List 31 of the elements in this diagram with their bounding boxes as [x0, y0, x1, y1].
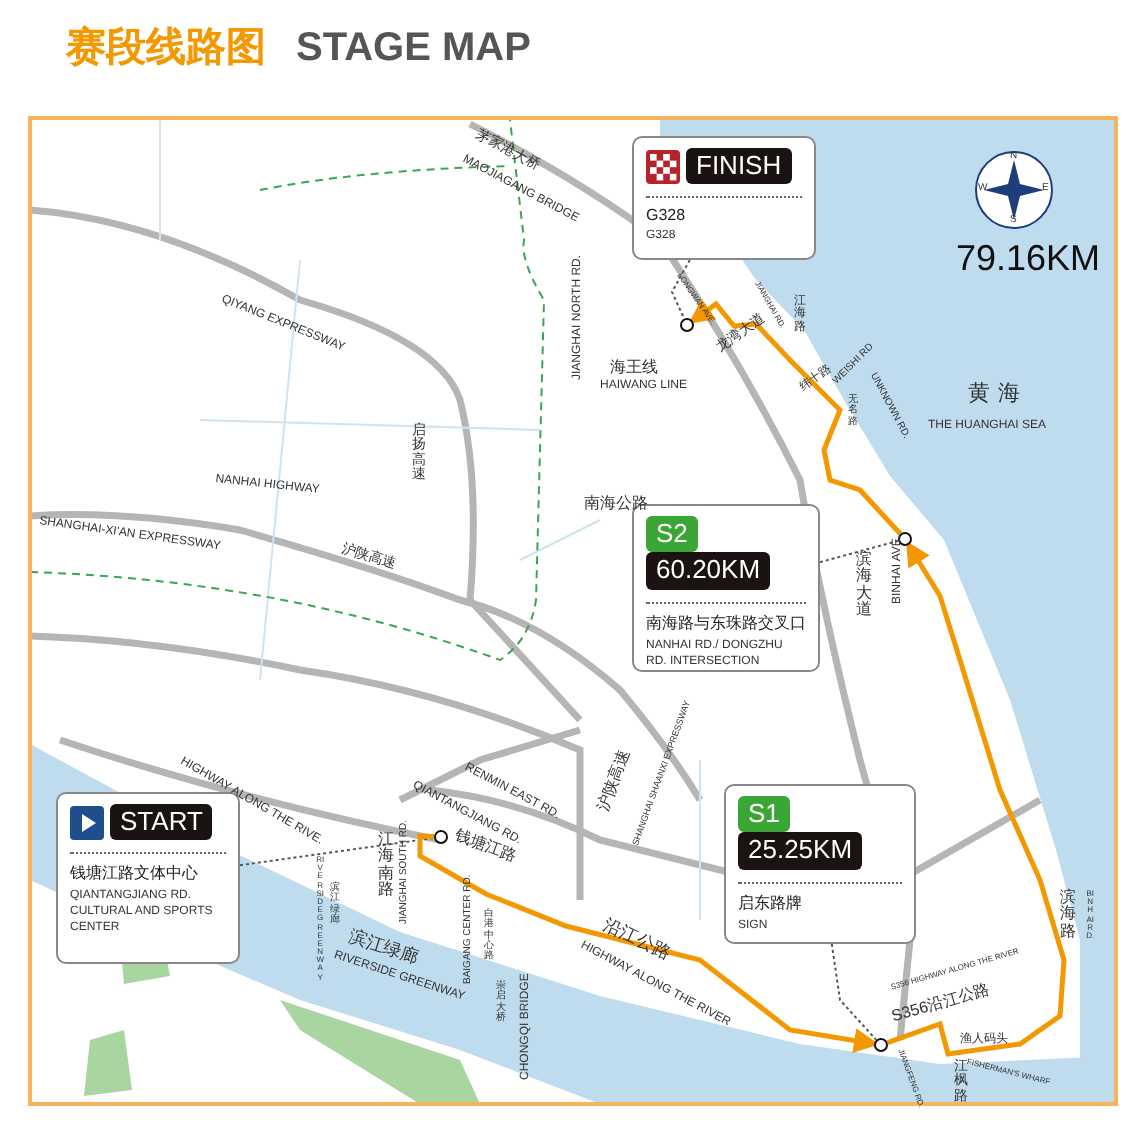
location-text: 钱塘江路文体中心 [70, 862, 200, 885]
checkpoint-card [724, 784, 916, 944]
leader-line [819, 539, 900, 564]
label-badge: FINISH [686, 148, 792, 185]
route-line [688, 299, 903, 536]
checkpoint-card [632, 136, 816, 260]
location-text: 启东路牌 [738, 891, 804, 914]
map-label: 滨海路 [1060, 890, 1077, 941]
route-line [886, 540, 1067, 1057]
map-label: 滨海大道 [856, 552, 873, 620]
stage-badge: S1 [738, 796, 790, 833]
map-label: 沪陕高速 [596, 747, 633, 814]
leader-line [670, 259, 691, 320]
route-point-marker [680, 318, 694, 332]
map-label: 黄海 [968, 384, 1028, 406]
route-line [417, 833, 879, 1053]
location-text: 南海路与东珠路交叉口 [646, 611, 806, 634]
route-point-marker [434, 830, 448, 844]
route-point-marker [898, 532, 912, 546]
leader-line [830, 943, 878, 1041]
label-badge: 60.20KM [646, 552, 771, 590]
route-point-marker [874, 1038, 888, 1052]
subtitle: STAGE MAP [296, 28, 531, 68]
title: 赛段线路图 [66, 28, 266, 68]
map-label: 海王线 [610, 360, 658, 376]
location-text: G328 [646, 206, 688, 225]
label-badge: START [110, 804, 213, 841]
map-label: 江海南路 [378, 832, 395, 900]
distance-label: 79.16KM [956, 240, 1101, 276]
label-badge: 25.25KM [738, 832, 863, 870]
stage-badge: S2 [646, 516, 698, 553]
